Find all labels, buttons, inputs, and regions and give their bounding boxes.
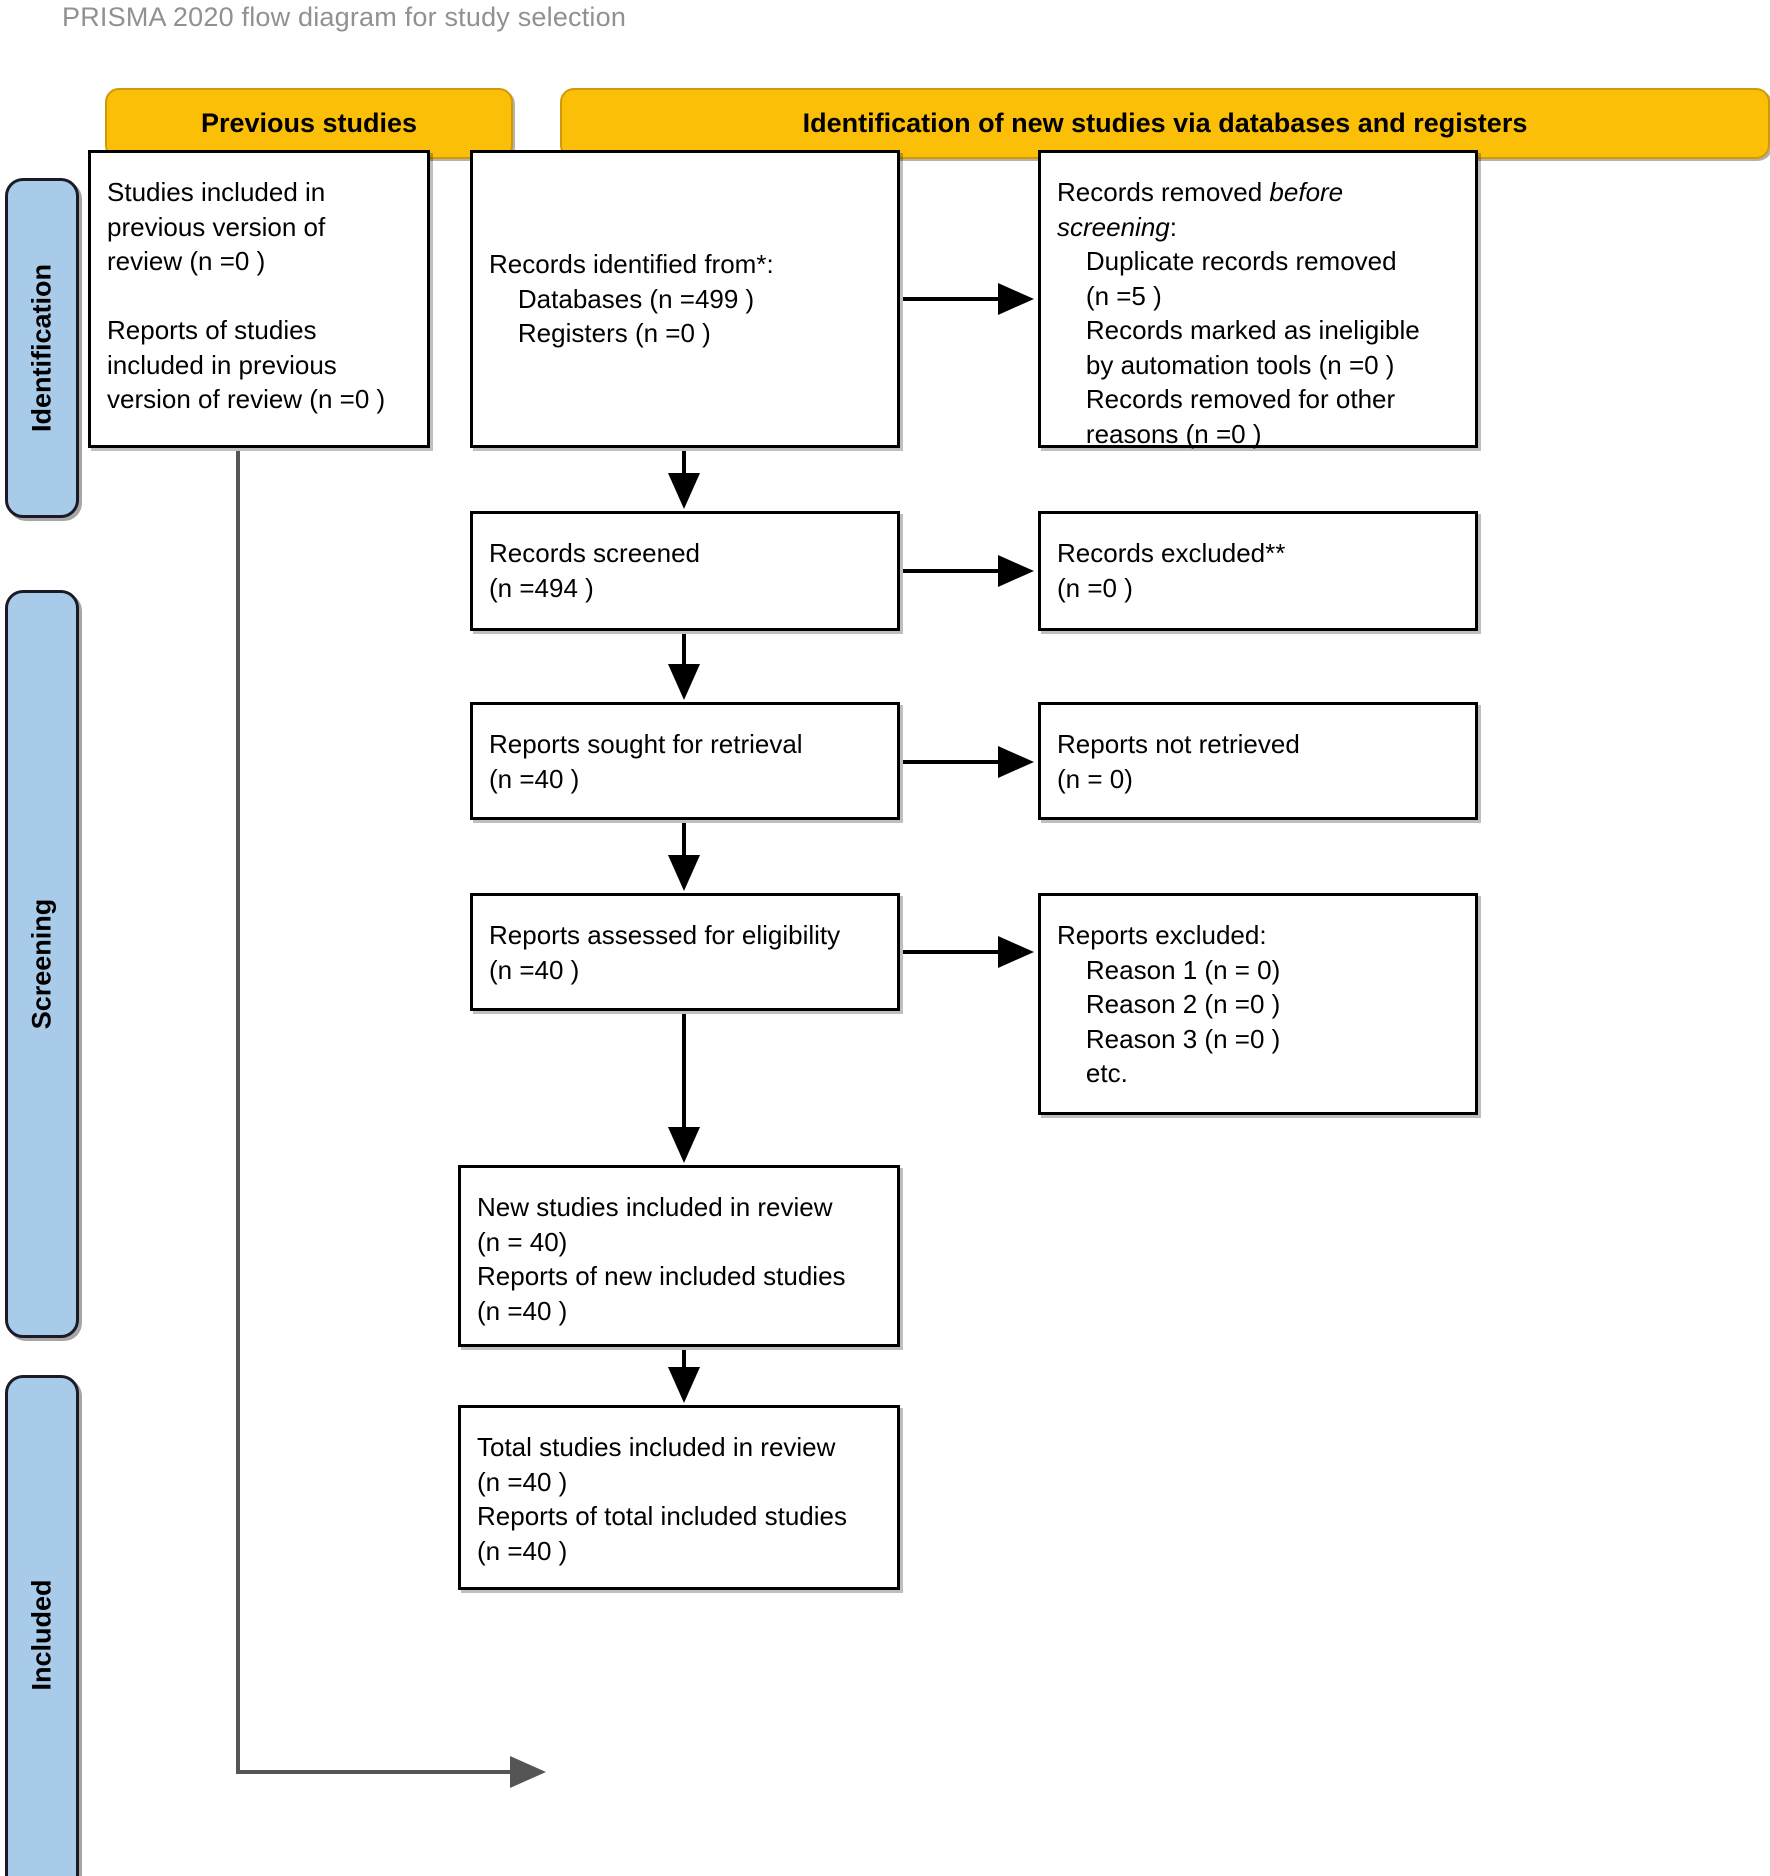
box-reports-not-retrieved-text: Reports not retrieved (n = 0): [1057, 729, 1300, 794]
stage-tab-screening: Screening: [5, 590, 79, 1338]
header-identification-label: Identification of new studies via databa…: [802, 108, 1528, 138]
page-title: PRISMA 2020 flow diagram for study selec…: [62, 2, 627, 32]
stage-tab-identification: Identification: [5, 178, 79, 518]
box-records-removed-before-screening: Records removed before screening: Duplica…: [1038, 150, 1478, 449]
header-previous-studies: Previous studies: [105, 88, 513, 159]
box-total-studies-text: Total studies included in review (n =40 …: [477, 1432, 847, 1566]
box-reports-assessed-for-eligibility: Reports assessed for eligibility (n =40 …: [470, 893, 900, 1011]
box-records-excluded-text: Records excluded** (n =0 ): [1057, 538, 1286, 603]
box-total-studies-included: Total studies included in review (n =40 …: [458, 1405, 900, 1590]
records-removed-lead: Records removed: [1057, 177, 1270, 207]
stage-tab-identification-label: Identification: [26, 264, 57, 432]
stage-tab-screening-label: Screening: [26, 898, 57, 1030]
box-previous-studies-text: Studies included in previous version of …: [107, 177, 386, 415]
header-previous-studies-label: Previous studies: [200, 108, 418, 138]
box-new-studies-included: New studies included in review (n = 40) …: [458, 1165, 900, 1347]
box-reports-not-retrieved: Reports not retrieved (n = 0): [1038, 702, 1478, 820]
box-new-studies-text: New studies included in review (n = 40) …: [477, 1192, 846, 1326]
box-reports-excluded-text: Reports excluded: Reason 1 (n = 0) Reaso…: [1057, 920, 1281, 1089]
box-reports-sought-for-retrieval: Reports sought for retrieval (n =40 ): [470, 702, 900, 820]
stage-tab-included: Included: [5, 1375, 79, 1876]
box-records-screened: Records screened (n =494 ): [470, 511, 900, 631]
box-previous-studies: Studies included in previous version of …: [88, 150, 430, 448]
box-records-removed-text: Records removed before screening: Duplica…: [1041, 153, 1475, 452]
box-records-identified-text: Records identified from*: Databases (n =…: [489, 249, 774, 349]
box-reports-excluded: Reports excluded: Reason 1 (n = 0) Reaso…: [1038, 893, 1478, 1115]
records-removed-italic-before: before: [1269, 177, 1344, 207]
box-records-identified: Records identified from*: Databases (n =…: [470, 150, 900, 448]
box-reports-sought-text: Reports sought for retrieval (n =40 ): [489, 729, 803, 794]
box-records-excluded: Records excluded** (n =0 ): [1038, 511, 1478, 631]
box-records-screened-text: Records screened (n =494 ): [489, 538, 700, 603]
header-identification-new-studies: Identification of new studies via databa…: [560, 88, 1770, 159]
box-reports-assessed-text: Reports assessed for eligibility (n =40 …: [489, 920, 841, 985]
records-removed-rest: : Duplicate records removed (n =5 ) Reco…: [1085, 211, 1420, 450]
stage-tab-included-label: Included: [26, 1579, 57, 1691]
records-removed-italic-screening: screening: [1057, 211, 1170, 242]
